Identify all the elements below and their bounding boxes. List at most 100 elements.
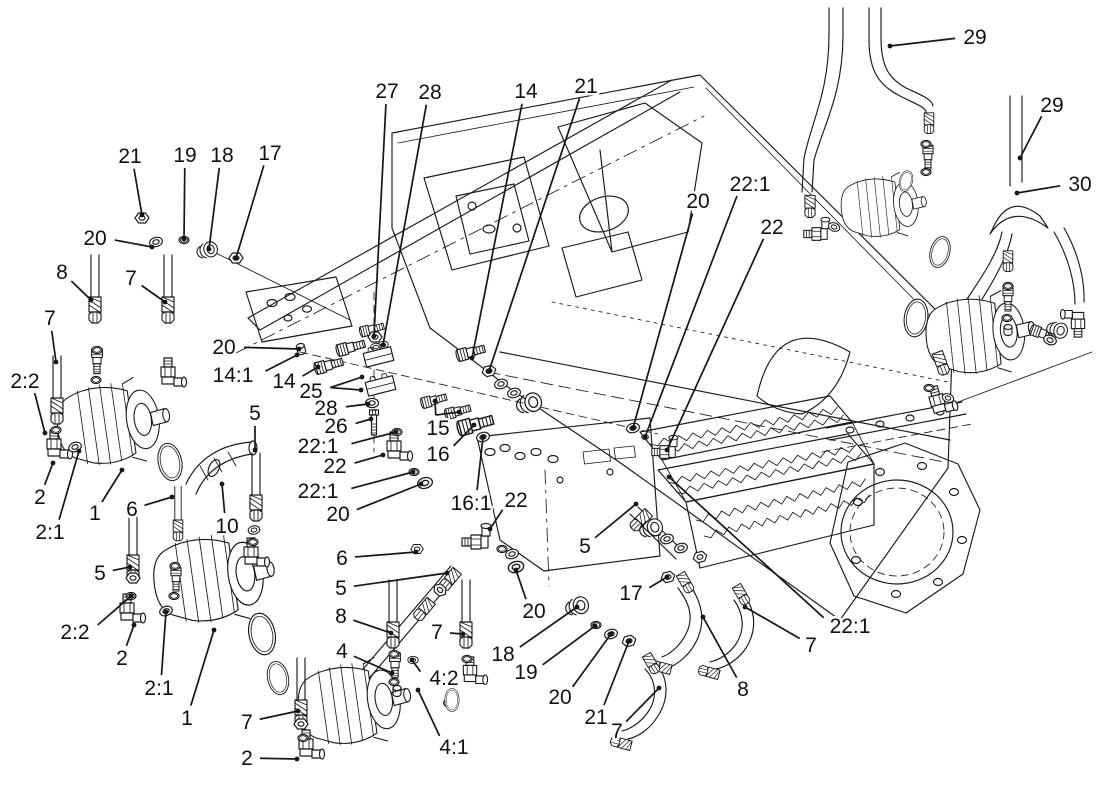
callout-label: 28 <box>418 81 441 104</box>
leader-line <box>1016 184 1061 194</box>
step-tread-serration <box>649 406 838 447</box>
callout-label: 5 <box>94 562 106 585</box>
part-hose-end <box>249 452 263 522</box>
callout-5: 5 <box>92 560 133 588</box>
leader-line <box>101 469 123 503</box>
callout-label: 5 <box>249 402 261 425</box>
leader-arrow-dot <box>471 422 477 428</box>
part-elbow-fitting <box>160 357 188 388</box>
step-tread-serration <box>695 478 866 523</box>
leader-arrow-dot <box>365 401 371 407</box>
callout-17: 17 <box>617 574 670 608</box>
leader-arrow-dot <box>162 299 168 305</box>
callout-label: 29 <box>963 26 986 49</box>
leader-line <box>356 483 422 511</box>
callout-label: 22:1 <box>730 173 771 196</box>
part-hose-collar <box>675 570 696 595</box>
part-o-ring <box>920 139 932 149</box>
leader-arrow-dot <box>219 481 225 487</box>
part-o-ring <box>247 537 259 547</box>
callout-15: 15 <box>424 398 462 443</box>
callout-20: 20 <box>513 567 548 626</box>
part-bolt <box>368 409 380 436</box>
leader-arrow-dot <box>444 570 450 576</box>
callout-label: 7 <box>805 634 817 657</box>
leader-arrow-dot <box>513 567 519 573</box>
callout-label: 20 <box>548 686 571 709</box>
part-hex-nut <box>691 549 709 565</box>
callout-4-2: 4:2 <box>409 657 461 693</box>
callout-label: 2:1 <box>144 677 173 700</box>
leader-line <box>330 376 363 389</box>
leader-line <box>353 619 392 634</box>
leader-arrow-dot <box>626 638 632 644</box>
part-hose-collar <box>697 664 721 680</box>
callout-label: 18 <box>491 643 514 666</box>
callout-21: 21 <box>116 143 145 218</box>
callout-1: 1 <box>179 627 217 733</box>
callout-2: 2 <box>239 745 300 773</box>
callout-8: 8 <box>54 259 94 303</box>
callout-label: 20 <box>83 227 106 250</box>
callout-18: 18 <box>206 142 236 252</box>
callout-label: 2 <box>241 747 253 770</box>
leader-arrow-dot <box>88 297 94 303</box>
callout-label: 7 <box>125 267 137 290</box>
part-o-ring <box>168 591 180 601</box>
leader-arrow-dot <box>1014 190 1020 196</box>
callout-label: 16:1 <box>451 492 492 515</box>
leader-line <box>190 629 215 706</box>
callout-20: 20 <box>630 188 712 431</box>
callout-29: 29 <box>887 24 989 52</box>
part-o-ring <box>923 383 935 393</box>
leader-line <box>144 496 173 507</box>
part-hose-end <box>126 512 140 582</box>
leader-arrow-dot <box>358 387 364 393</box>
part-o-ring <box>388 677 400 687</box>
callout-label: 29 <box>1040 94 1063 117</box>
part-washer <box>247 524 261 536</box>
callout-14: 14 <box>469 78 540 361</box>
callout-20: 20 <box>210 334 302 362</box>
callout-19: 19 <box>512 623 598 687</box>
leader-line <box>43 462 54 486</box>
leader-arrow-dot <box>480 434 486 440</box>
leader-line <box>265 354 298 372</box>
callout-label: 2:2 <box>10 370 39 393</box>
callout-label: 25 <box>299 380 322 403</box>
callout-label: 5 <box>579 535 591 558</box>
callout-5: 5 <box>577 501 639 561</box>
leader-arrow-dot <box>388 630 394 636</box>
callout-label: 22:1 <box>298 480 339 503</box>
leader-arrow-dot <box>149 244 155 250</box>
callout-2-2: 2:2 <box>58 593 134 647</box>
callout-22-1: 22:1 <box>666 474 873 641</box>
leader-arrow-dot <box>380 342 386 348</box>
callout-label: 7 <box>611 720 623 743</box>
part-o-ring-large <box>244 610 280 658</box>
callout-22: 22 <box>487 487 530 532</box>
callout-28: 28 <box>312 395 371 423</box>
callout-14-1: 14:1 <box>210 352 300 390</box>
callout-label: 8 <box>335 605 347 628</box>
leader-arrow-dot <box>294 756 300 762</box>
callout-label: 28 <box>314 397 337 420</box>
leader-arrow-dot <box>359 374 365 380</box>
callout-7: 7 <box>609 685 662 746</box>
leader-line <box>435 411 460 416</box>
callout-29: 29 <box>1017 92 1066 161</box>
callout-2-2: 2:2 <box>8 368 48 436</box>
leader-arrow-dot <box>574 604 580 610</box>
leader-arrow-dot <box>642 434 648 440</box>
part-elbow-fitting <box>461 522 492 550</box>
leader-arrow-dot <box>664 447 670 453</box>
callout-25: 25 <box>297 374 365 406</box>
callout-18: 18 <box>489 604 580 669</box>
leader-arrow-dot <box>127 564 133 570</box>
step-tread-serration <box>675 452 862 495</box>
leader-arrow-dot <box>666 474 672 480</box>
leader-arrow-dot <box>432 398 438 404</box>
part-hose-end <box>172 485 184 542</box>
leader-arrow-dot <box>169 494 175 500</box>
